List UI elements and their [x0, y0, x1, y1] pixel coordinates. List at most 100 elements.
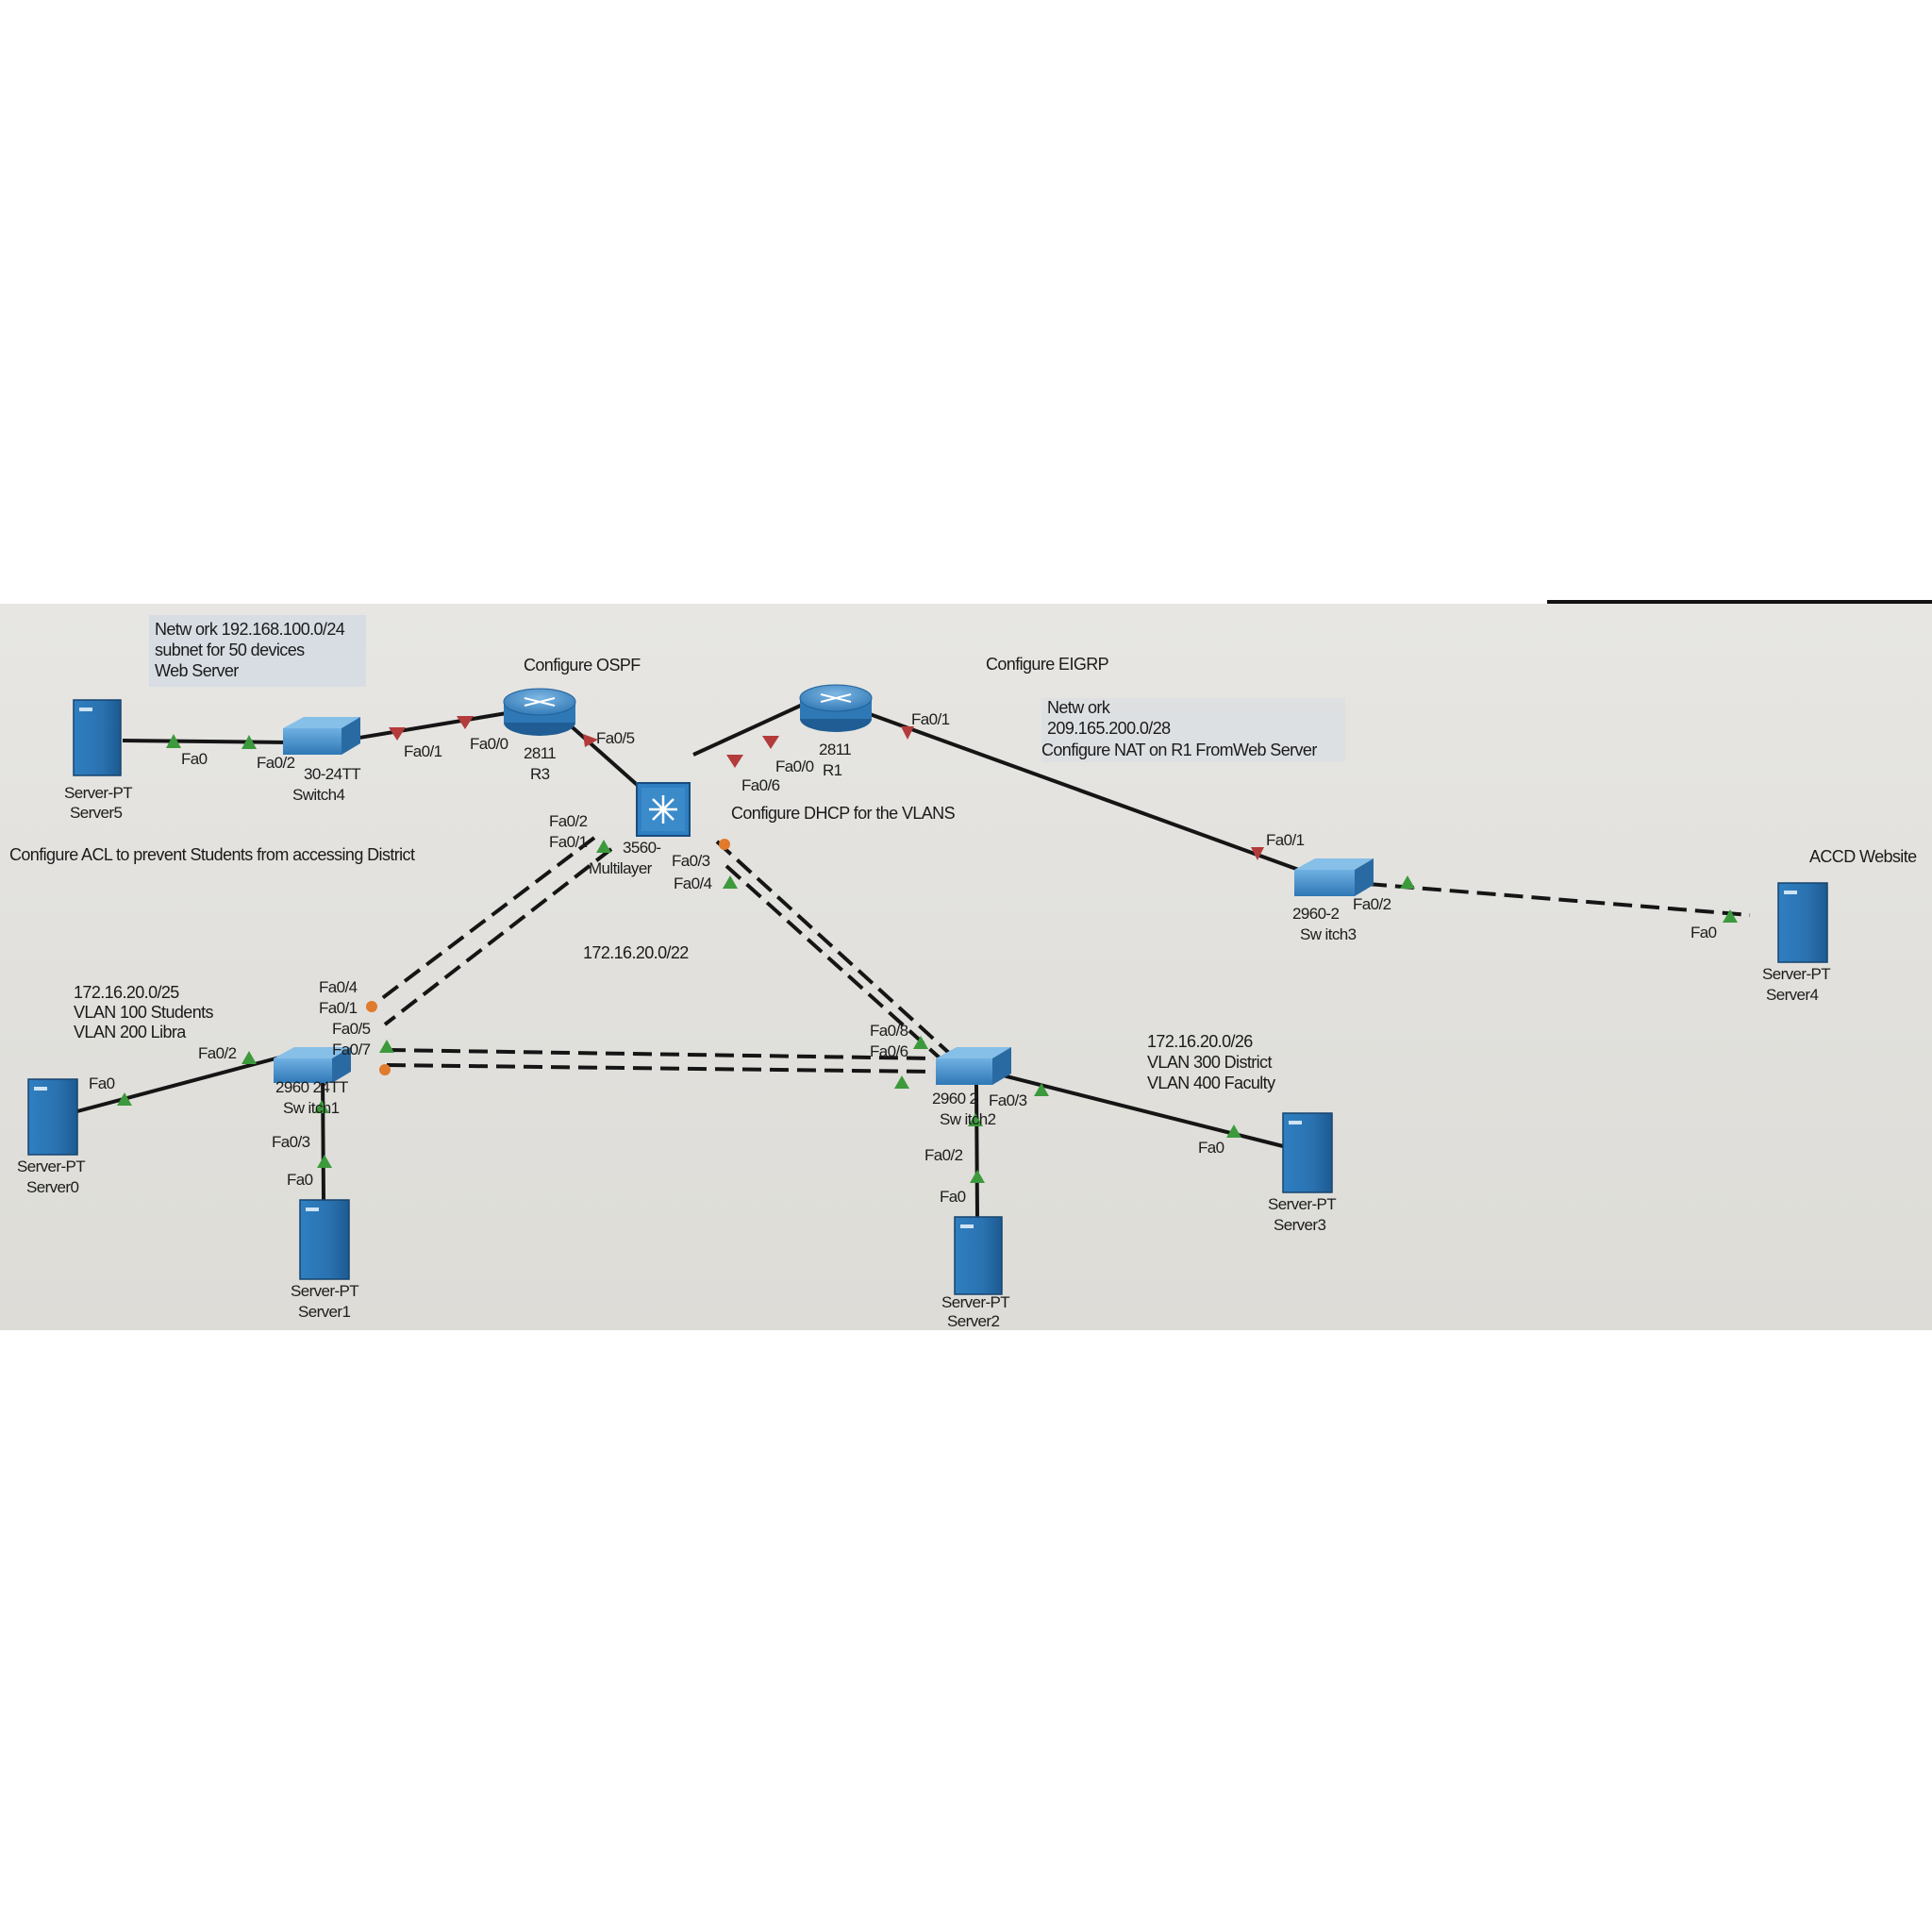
switch2-name-label: Sw itch2: [940, 1110, 996, 1128]
link-up-marker: [894, 1075, 909, 1089]
link-up-marker: [1723, 909, 1738, 923]
port-label: Fa0/3: [672, 852, 710, 870]
left-vlan-note-line-2: VLAN 100 Students: [74, 1003, 214, 1022]
link-up-marker: [379, 1040, 394, 1053]
right-vlan-note-line-1: 172.16.20.0/26: [1147, 1032, 1253, 1051]
server3-icon[interactable]: [1282, 1112, 1333, 1193]
server0-icon[interactable]: [27, 1078, 78, 1156]
dashed-links: [375, 836, 1751, 1074]
link-multilayer-switch2-b[interactable]: [724, 864, 955, 1072]
link-down-marker: [901, 726, 914, 740]
port-label: Fa0/3: [272, 1133, 310, 1151]
port-label: Fa0/0: [470, 735, 508, 753]
network-note-line-3: Web Server: [155, 661, 239, 680]
port-label: Fa0: [181, 750, 208, 768]
switch2-icon[interactable]: [936, 1047, 1011, 1085]
multilayer-name-label: Multilayer: [589, 859, 653, 877]
port-label: Fa0/2: [924, 1146, 963, 1164]
port-label: Fa0/1: [319, 999, 358, 1017]
link-down-marker: [726, 755, 743, 768]
link-multilayer-switch1-b[interactable]: [383, 847, 613, 1026]
server0-name-label: Server0: [26, 1178, 78, 1196]
port-label: Fa0/6: [870, 1042, 908, 1060]
link-switch2-server2[interactable]: [974, 1084, 979, 1218]
right-vlan-note-line-3: VLAN 400 Faculty: [1147, 1074, 1275, 1092]
port-label: Fa0: [940, 1188, 966, 1206]
server5-icon[interactable]: [73, 699, 122, 776]
server2-name-label: Server2: [947, 1312, 999, 1330]
link-switch1-switch2-b[interactable]: [386, 1063, 935, 1074]
server4-icon[interactable]: [1777, 882, 1828, 963]
router-r3-icon[interactable]: [503, 688, 576, 736]
link-up-marker: [970, 1170, 985, 1183]
switch3-icon[interactable]: [1294, 858, 1374, 896]
solid-links: [76, 701, 1307, 1218]
port-label: Fa0/4: [674, 874, 712, 892]
port-label: Fa0: [287, 1171, 313, 1189]
port-label: Fa0/3: [989, 1091, 1027, 1109]
link-multilayer-switch1-a[interactable]: [375, 836, 596, 1004]
port-label: Fa0/2: [1353, 895, 1391, 913]
network-topology-diagram: Netw ork 192.168.100.0/24 subnet for 50 …: [9, 615, 1918, 1330]
port-label: Fa0/2: [198, 1044, 237, 1062]
server2-icon[interactable]: [954, 1216, 1003, 1295]
link-down-marker: [762, 736, 779, 749]
link-up-marker: [913, 1036, 928, 1049]
link-up-marker: [596, 840, 611, 853]
core-network-note: 172.16.20.0/22: [583, 943, 689, 962]
port-label: Fa0: [89, 1074, 115, 1092]
port-label: Fa0/5: [332, 1020, 371, 1038]
nat-note-box: [1041, 698, 1345, 762]
left-vlan-note-line-1: 172.16.20.0/25: [74, 983, 179, 1002]
port-label: Fa0: [1198, 1139, 1224, 1157]
port-label: Fa0/0: [775, 758, 814, 775]
dhcp-note: Configure DHCP for the VLANS: [731, 804, 956, 823]
switch1-model-label: 2960 24TT: [275, 1078, 348, 1096]
port-label: Fa0/8: [870, 1022, 908, 1040]
link-up-marker: [314, 1100, 329, 1113]
link-blocked-marker: [379, 1064, 391, 1075]
accd-website-note: ACCD Website: [1809, 847, 1917, 866]
link-switch1-server1[interactable]: [321, 1074, 325, 1201]
network-note-line-2: subnet for 50 devices: [155, 641, 305, 659]
link-multilayer-r1[interactable]: [692, 701, 808, 757]
port-label: Fa0: [1690, 924, 1717, 941]
link-switch3-server4[interactable]: [1367, 882, 1751, 917]
network-note-line-1: Netw ork 192.168.100.0/24: [155, 620, 345, 639]
server1-icon[interactable]: [299, 1199, 350, 1280]
eigrp-note: Configure EIGRP: [986, 655, 1109, 674]
r3-model-label: 2811: [524, 744, 556, 762]
link-up-marker: [242, 1051, 257, 1064]
nat-note-line-3: Configure NAT on R1 FromWeb Server: [1041, 741, 1317, 759]
switch4-model-label: 30-24TT: [304, 765, 360, 783]
link-up-marker: [242, 735, 257, 749]
topology-canvas: Netw ork 192.168.100.0/24 subnet for 50 …: [0, 604, 1932, 1330]
switch2-model-label: 2960 2: [932, 1090, 978, 1108]
link-server5-switch4[interactable]: [122, 739, 289, 744]
multilayer-switch-icon[interactable]: [636, 782, 691, 837]
port-label: Fa0/6: [741, 776, 780, 794]
server1-model-label: Server-PT: [291, 1282, 358, 1300]
switch3-name-label: Sw itch3: [1300, 925, 1357, 943]
switch4-icon[interactable]: [283, 717, 360, 755]
acl-note: Configure ACL to prevent Students from a…: [9, 845, 415, 864]
link-r1-switch3[interactable]: [869, 712, 1307, 874]
link-multilayer-switch2-a[interactable]: [715, 840, 953, 1057]
switch1-icon[interactable]: [274, 1047, 351, 1083]
right-vlan-note-line-2: VLAN 300 District: [1147, 1053, 1272, 1072]
link-switch4-r3[interactable]: [353, 710, 513, 741]
link-server0-switch1[interactable]: [76, 1055, 284, 1113]
link-up-marker: [723, 875, 738, 889]
link-switch1-switch2-a[interactable]: [386, 1048, 935, 1060]
nat-note-line-2: 209.165.200.0/28: [1047, 719, 1171, 738]
router-r1-icon[interactable]: [799, 684, 873, 732]
link-up-marker: [968, 1113, 983, 1126]
link-up-marker: [166, 734, 181, 748]
switch3-model-label: 2960-2: [1292, 905, 1339, 923]
link-down-marker: [457, 716, 474, 729]
server5-name-label: Server5: [70, 804, 122, 822]
network-note-box: [149, 615, 366, 687]
r1-model-label: 2811: [819, 741, 851, 758]
link-up-marker: [1400, 875, 1415, 889]
nat-note-line-1: Netw ork: [1047, 698, 1111, 717]
